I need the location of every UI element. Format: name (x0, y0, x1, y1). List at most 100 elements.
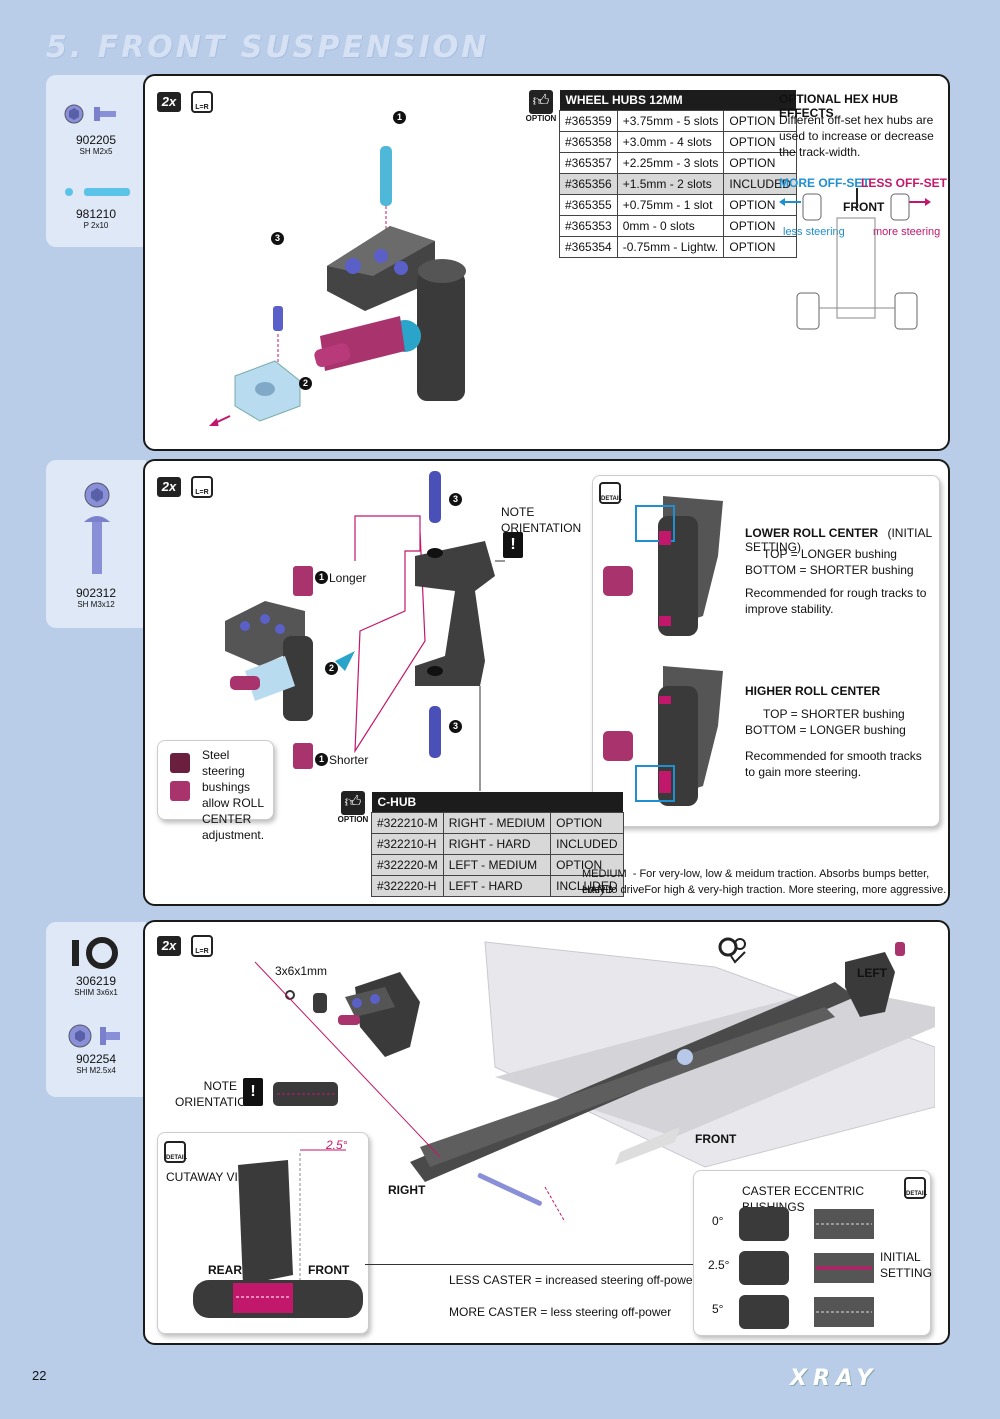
quantity-badge: 2x (157, 477, 181, 497)
page-number: 22 (32, 1368, 47, 1383)
front-label: FRONT (308, 1263, 350, 1277)
callout-3: 3 (271, 232, 284, 245)
callout-2: 2 (325, 662, 338, 675)
angle-label: 2.5° (326, 1138, 348, 1152)
callout-1: 1 (315, 753, 328, 766)
screw-icon (68, 1024, 120, 1048)
bushing-icon (170, 753, 190, 801)
note-orientation-label: NOTE ORIENTATION (501, 505, 582, 535)
quantity-badge: 2x (157, 936, 181, 956)
detail-magnifier-icon: DETAIL (164, 1141, 187, 1163)
bushing-orientation-icon (273, 1082, 338, 1106)
lower-roll-title: LOWER ROLL CENTER (745, 526, 879, 540)
c-hub-assembly-illustration (225, 471, 505, 791)
shim-icon (72, 937, 118, 969)
gear-settings-icon (717, 934, 747, 964)
step-2-panel: 2x L=R 3 3 1 Longer 2 1 Shorter NOTE ORI… (143, 459, 950, 906)
lower-top-text: TOP = LONGER bushing (763, 547, 897, 561)
warning-icon: ! (243, 1078, 263, 1106)
lower-bottom-text: BOTTOM = SHORTER bushing (745, 563, 914, 577)
medium-legend: MEDIUM - For very-low, low & meidum trac… (582, 868, 930, 896)
roll-center-detail-panel: DETAIL LOWER ROLL CENTER (INITIAL SETTIN… (592, 475, 940, 827)
caster-bushings-illustration (739, 1207, 874, 1329)
lower-recommendation: Recommended for rough tracks to improve … (745, 586, 927, 616)
leader-line (365, 1264, 705, 1265)
thumbs-up-icon: 👍︎ (529, 90, 553, 114)
higher-roll-title: HIGHER ROLL CENTER (745, 684, 881, 698)
hex-hub-text: Different off-set hex hubs are used to i… (779, 113, 934, 159)
detail-magnifier-icon: DETAIL (599, 482, 622, 504)
right-label: RIGHT (388, 1183, 426, 1197)
longer-label: Longer (329, 571, 367, 585)
step-1-panel: 2x L=R 1 3 2 👍︎ OPTION WHEEL HUBS 12MM #… (143, 74, 950, 451)
callout-1: 1 (393, 111, 406, 124)
wheel-hubs-table: WHEEL HUBS 12MM #365359+3.75mm - 5 slots… (559, 90, 797, 258)
higher-top-text: TOP = SHORTER bushing (763, 707, 905, 721)
less-steering-label: less steering (783, 226, 845, 238)
thumbs-up-icon: 👍︎ (341, 791, 365, 815)
caster-bushings-panel: CASTER ECCENTRIC BUSHINGS DETAIL 0° 2.5°… (693, 1170, 933, 1336)
front-label: FRONT (843, 200, 885, 214)
rear-label: REAR (208, 1263, 243, 1277)
left-right-icon: L=R (191, 91, 213, 113)
cutaway-label: CUTAWAY VIEW (166, 1170, 258, 1184)
initial-setting-label: INITIAL SETTING (880, 1250, 933, 1280)
pin-icon (65, 188, 130, 196)
table-row: #365354-0.75mm - Lightw.OPTION (559, 236, 797, 258)
hub-assembly-illustration (209, 146, 466, 426)
callout-3: 3 (449, 720, 462, 733)
table-header: WHEEL HUBS 12MM (559, 90, 797, 111)
more-offset-label: MORE OFF-SET (779, 176, 870, 190)
steel-bushing-note: Steel steering bushings allow ROLL CENTE… (157, 740, 274, 842)
screw-icon (64, 104, 116, 124)
roll-center-illustration (603, 496, 723, 806)
shorter-label: Shorter (329, 753, 369, 767)
left-right-icon: L=R (191, 935, 213, 957)
cutaway-illustration (193, 1149, 363, 1318)
callout-3: 3 (449, 493, 462, 506)
initial-setting-note: (INITIAL SETTING) (745, 526, 932, 554)
option-marker: 👍︎ OPTION (335, 791, 371, 824)
shim-size-label: 3x6x1mm (275, 964, 328, 978)
step-3-panel: 2x L=R 3x6x1mm LEFT FRONT RIGHT NOTE ORI… (143, 920, 950, 1345)
page-title: 5. FRONT SUSPENSION (46, 30, 490, 65)
detail-magnifier-icon: DETAIL (904, 1177, 927, 1199)
cutaway-panel: DETAIL CUTAWAY VIEW 2.5° REAR FRONT (157, 1132, 369, 1334)
callout-1: 1 (315, 571, 328, 584)
chassis-assembly-illustration (254, 941, 935, 1223)
quantity-badge: 2x (157, 92, 181, 112)
less-offset-label: LESS OFF-SET (861, 176, 948, 190)
note-orientation-label: NOTE ORIENTATION (175, 1079, 256, 1109)
higher-bottom-text: BOTTOM = LONGER bushing (745, 723, 906, 737)
chassis-topview-illustration (779, 188, 931, 330)
left-label: LEFT (857, 966, 887, 980)
option-marker: 👍︎ OPTION (523, 90, 559, 123)
more-steering-label: more steering (873, 226, 941, 238)
more-caster-text: MORE CASTER = less steering off-power (449, 1305, 672, 1319)
front-label: FRONT (695, 1132, 737, 1146)
table-header: C-HUB (371, 792, 624, 813)
brand-logo: XRAY (790, 1366, 879, 1391)
caster-angle-5: 5° (712, 1302, 724, 1316)
left-right-icon: L=R (191, 476, 213, 498)
button-head-screw-icon (84, 482, 110, 574)
hard-legend: HARD - For high & very-high traction. Mo… (582, 884, 947, 896)
